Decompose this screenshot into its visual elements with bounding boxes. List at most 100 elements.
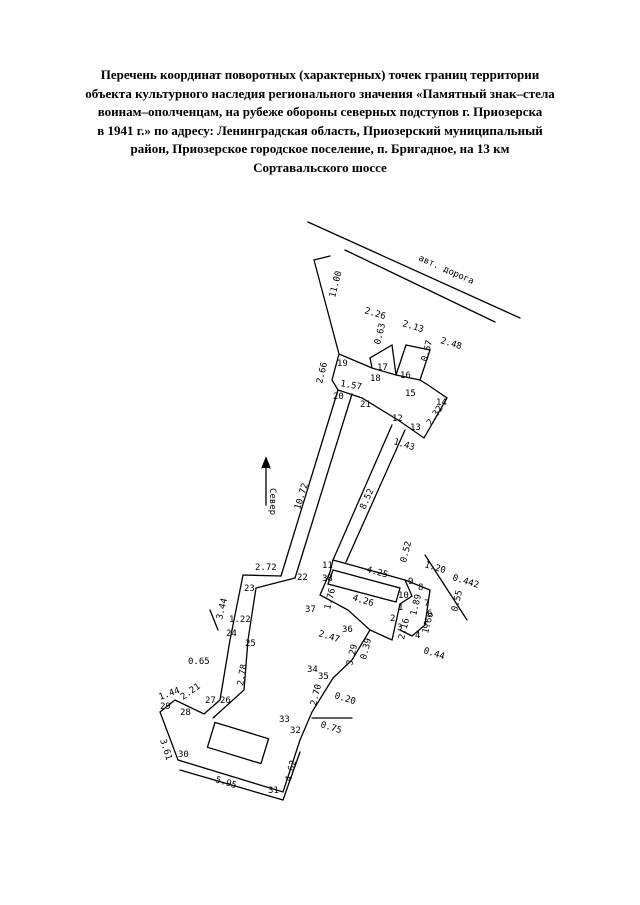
point-label: 1	[398, 603, 403, 613]
point-label: 34	[307, 665, 318, 675]
point-label: 36	[342, 625, 353, 635]
dimension-label: 2.78	[236, 663, 250, 686]
dimension-label: 11.00	[328, 270, 344, 299]
north-arrow-head	[261, 456, 271, 469]
boundary-inner	[212, 577, 296, 719]
dimension-label: 1.44	[158, 686, 182, 703]
point-label: 14	[436, 398, 447, 408]
dimension-label: 2.26	[363, 306, 387, 322]
dim-line	[313, 255, 331, 261]
point-label: 13	[410, 423, 421, 433]
title-line: Сортавальского шоссе	[253, 159, 387, 175]
corridor-edge	[345, 429, 406, 563]
right-notch	[399, 579, 431, 637]
point-label: 16	[400, 371, 411, 381]
corridor-edge	[280, 389, 339, 577]
point-label: 28	[180, 708, 191, 718]
point-label: 37	[305, 605, 316, 615]
dimension-label: 2.48	[439, 336, 463, 352]
title-line: район, Приозерское городское поселение, …	[130, 141, 510, 156]
dimension-label: 1.66	[421, 611, 436, 634]
dimension-label: 0.63	[373, 322, 388, 345]
corridor-edge	[332, 424, 393, 561]
dimension-label: 0.65	[188, 657, 210, 667]
dimension-label: 0.39	[359, 637, 374, 660]
dimension-label: 0.44	[422, 646, 446, 662]
point-label: 15	[405, 389, 416, 399]
point-label: 4	[415, 631, 420, 641]
point-label: 18	[370, 374, 381, 384]
inner-niche	[369, 343, 397, 376]
road-edge	[344, 249, 496, 323]
title-line: в 1941 г.» по адресу: Ленинградская обла…	[97, 122, 543, 138]
point-label: 21	[360, 400, 371, 410]
dim-line	[313, 259, 340, 355]
dimension-label: 1.76	[323, 587, 338, 610]
point-label: 24	[226, 629, 237, 639]
dimension-label: 3.44	[215, 597, 230, 620]
dimension-label: 2.72	[255, 563, 277, 573]
dimension-label: 1.20	[423, 560, 447, 576]
dimension-label: 3.29	[345, 643, 360, 666]
point-label: 8	[418, 583, 423, 593]
corridor-edge	[294, 393, 353, 579]
point-label: 7	[424, 599, 429, 609]
point-label: 32	[290, 726, 301, 736]
boundary-central-block	[319, 559, 413, 641]
point-label: 23	[244, 584, 255, 594]
dimension-label: 4.62	[284, 759, 299, 782]
dim-line	[424, 554, 468, 621]
point-label: 29	[160, 702, 171, 712]
monument-stele	[206, 721, 270, 765]
dimension-label: 2.16	[397, 617, 412, 640]
point-label: 33	[279, 715, 290, 725]
point-label: 2	[390, 614, 395, 624]
point-label: 26	[220, 696, 231, 706]
dim-line	[282, 751, 301, 801]
dimension-label: 1.57	[339, 379, 362, 393]
point-label: 31	[268, 786, 279, 796]
point-label: 20	[333, 392, 344, 402]
point-label: 5	[423, 621, 428, 631]
point-label: 6	[427, 609, 432, 619]
point-label: 9	[408, 577, 413, 587]
point-label: 19	[337, 359, 348, 369]
dimension-label: 2.66	[315, 361, 330, 384]
point-label: 27	[205, 696, 216, 706]
document-title: Перечень координат поворотных (характерн…	[40, 66, 600, 177]
boundary-left-wing	[159, 574, 371, 793]
boundary-top-block	[331, 353, 448, 439]
inner-rect	[327, 569, 401, 603]
point-label: 12	[392, 414, 403, 424]
road-edge	[307, 221, 521, 319]
point-label: 17	[377, 363, 388, 373]
inner-niche	[395, 344, 431, 381]
point-label: 30	[178, 750, 189, 760]
dimension-label: 0.20	[333, 691, 357, 707]
point-label: 35	[318, 672, 329, 682]
north-label: Север	[267, 488, 277, 515]
dimension-label: 0.57	[420, 339, 435, 362]
point-label: 25	[245, 639, 256, 649]
dimension-label: 0.52	[399, 540, 414, 563]
title-line: объекта культурного наследия регионально…	[85, 85, 555, 101]
dimension-label: 0.75	[319, 720, 343, 736]
point-label: 3	[397, 623, 402, 633]
dimension-label: 2.47	[317, 629, 341, 645]
dimension-label: 1.22	[229, 615, 251, 625]
dimension-label: 10.72	[293, 482, 310, 511]
point-label: 10	[398, 591, 409, 601]
point-label: 38	[322, 574, 333, 584]
dimension-label: 4.25	[365, 565, 389, 580]
point-label: 11	[322, 561, 333, 571]
point-label: 22	[297, 573, 308, 583]
dimension-label: 2.13	[401, 319, 425, 335]
title-line: Перечень координат поворотных (характерн…	[100, 67, 540, 82]
dimension-label: 0.442	[451, 573, 480, 590]
dimension-label: 2.32	[425, 404, 445, 428]
dim-line	[209, 609, 219, 631]
title-line: воинам–ополченцам, на рубеже обороны сев…	[97, 104, 543, 119]
road-label: авт. дорога	[417, 254, 476, 287]
dimension-label: 2.21	[179, 682, 203, 703]
